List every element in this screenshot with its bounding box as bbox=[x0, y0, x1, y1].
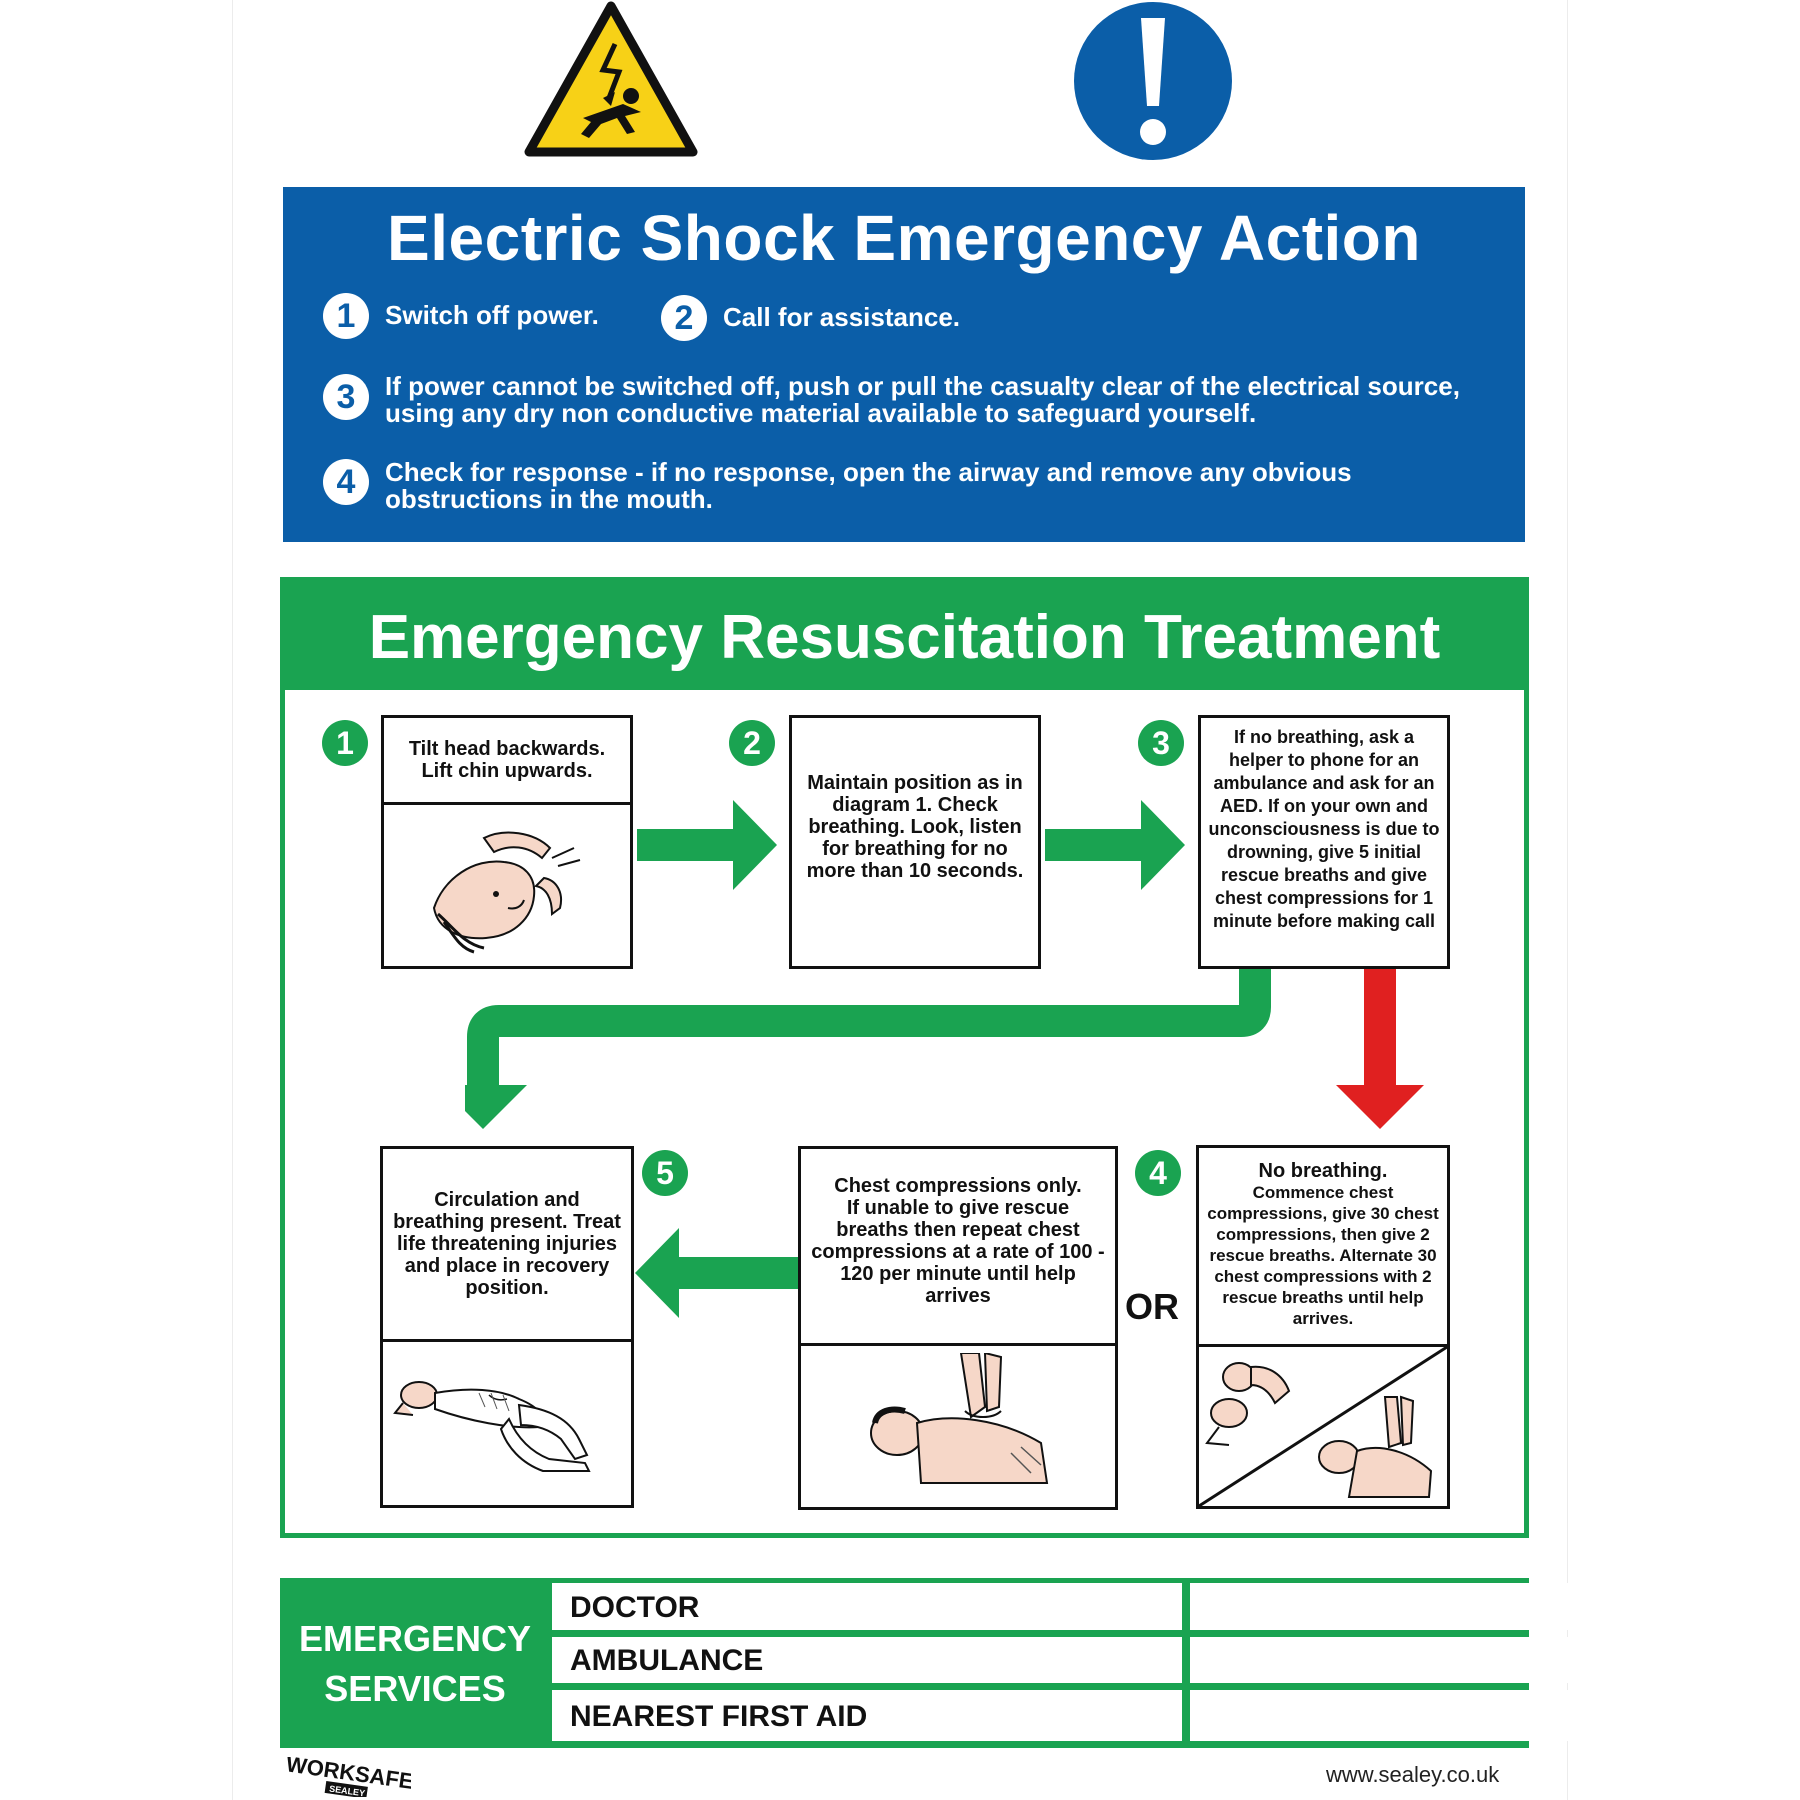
arrow-down-left-icon bbox=[465, 969, 1271, 1129]
step-text: Call for assistance. bbox=[723, 302, 960, 332]
chest-only-text: If unable to give rescue breaths then re… bbox=[811, 1197, 1105, 1307]
recovery-position-illustration bbox=[393, 1381, 591, 1472]
electric-shock-warning-icon bbox=[524, 1, 698, 157]
step-number-badge: 1 bbox=[323, 293, 369, 339]
arrow-right-icon bbox=[637, 800, 777, 890]
step2-text: Maintain position as in diagram 1. Check… bbox=[806, 772, 1024, 882]
or-label: OR bbox=[1125, 1286, 1179, 1327]
emergency-services-panel: EMERGENCY SERVICES DOCTOR AMBULANCE NEAR… bbox=[280, 1578, 1799, 1748]
electric-shock-panel: Electric Shock Emergency Action 1 Switch… bbox=[283, 187, 1525, 542]
rescue-breaths-compressions-illustration bbox=[1199, 1347, 1447, 1506]
chest-compressions-only-box: Chest compressions only. If unable to gi… bbox=[798, 1146, 1118, 1510]
arrow-left-icon bbox=[635, 1228, 803, 1318]
worksafe-logo: WORKSAFE SEALEY bbox=[285, 1757, 411, 1797]
ambulance-row-label: AMBULANCE bbox=[552, 1637, 1182, 1683]
electric-shock-title: Electric Shock Emergency Action bbox=[387, 202, 1421, 274]
ambulance-contact-field[interactable] bbox=[1190, 1637, 1799, 1683]
step-number-badge: 2 bbox=[729, 720, 775, 766]
step-text: Check for response - if no response, ope… bbox=[385, 457, 1352, 514]
emergency-services-label: EMERGENCY SERVICES bbox=[298, 1618, 532, 1709]
step-number-badge: 4 bbox=[323, 459, 369, 505]
step5-box: Circulation and breathing present. Treat… bbox=[380, 1146, 634, 1508]
chest-only-title: Chest compressions only. bbox=[834, 1175, 1082, 1197]
step-number-badge: 2 bbox=[661, 295, 707, 341]
resuscitation-title: Emergency Resuscitation Treatment bbox=[285, 582, 1524, 690]
arrow-right-icon bbox=[1045, 800, 1185, 890]
step4-title: No breathing. bbox=[1258, 1160, 1388, 1182]
step5-text: Circulation and breathing present. Treat… bbox=[393, 1189, 621, 1299]
step-number-badge: 4 bbox=[1135, 1150, 1181, 1196]
step1-text: Tilt head backwards. Lift chin upwards. bbox=[408, 738, 606, 782]
doctor-row-label: DOCTOR bbox=[552, 1583, 1182, 1630]
resuscitation-panel: Emergency Resuscitation Treatment 1 Tilt… bbox=[280, 577, 1529, 1538]
nearest-first-aid-row-label: NEAREST FIRST AID bbox=[552, 1690, 1182, 1741]
arrow-down-red-icon bbox=[1336, 969, 1424, 1129]
step-number-badge: 3 bbox=[1138, 720, 1184, 766]
step1-box: Tilt head backwards. Lift chin upwards. bbox=[381, 715, 633, 969]
step-number-badge: 1 bbox=[322, 720, 368, 766]
step4-text: Commence chest compressions, give 30 che… bbox=[1207, 1183, 1439, 1328]
website-url: www.sealey.co.uk bbox=[1326, 1762, 1500, 1787]
head-tilt-illustration bbox=[432, 831, 581, 954]
doctor-contact-field[interactable] bbox=[1190, 1583, 1799, 1630]
mandatory-exclamation-icon bbox=[1074, 2, 1232, 160]
chest-compression-illustration bbox=[870, 1353, 1049, 1484]
step4-box: No breathing. Commence chest compression… bbox=[1196, 1145, 1450, 1509]
step2-box: Maintain position as in diagram 1. Check… bbox=[789, 715, 1041, 969]
step-text: Switch off power. bbox=[385, 300, 599, 330]
step-text: If power cannot be switched off, push or… bbox=[385, 371, 1460, 428]
nearest-first-aid-contact-field[interactable] bbox=[1190, 1690, 1799, 1741]
step-number-badge: 5 bbox=[642, 1150, 688, 1196]
step3-text: If no breathing, ask a helper to phone f… bbox=[1208, 727, 1440, 931]
step-number-badge: 3 bbox=[323, 374, 369, 420]
step3-box: If no breathing, ask a helper to phone f… bbox=[1198, 715, 1450, 969]
svg-text:SEALEY: SEALEY bbox=[329, 1784, 366, 1797]
